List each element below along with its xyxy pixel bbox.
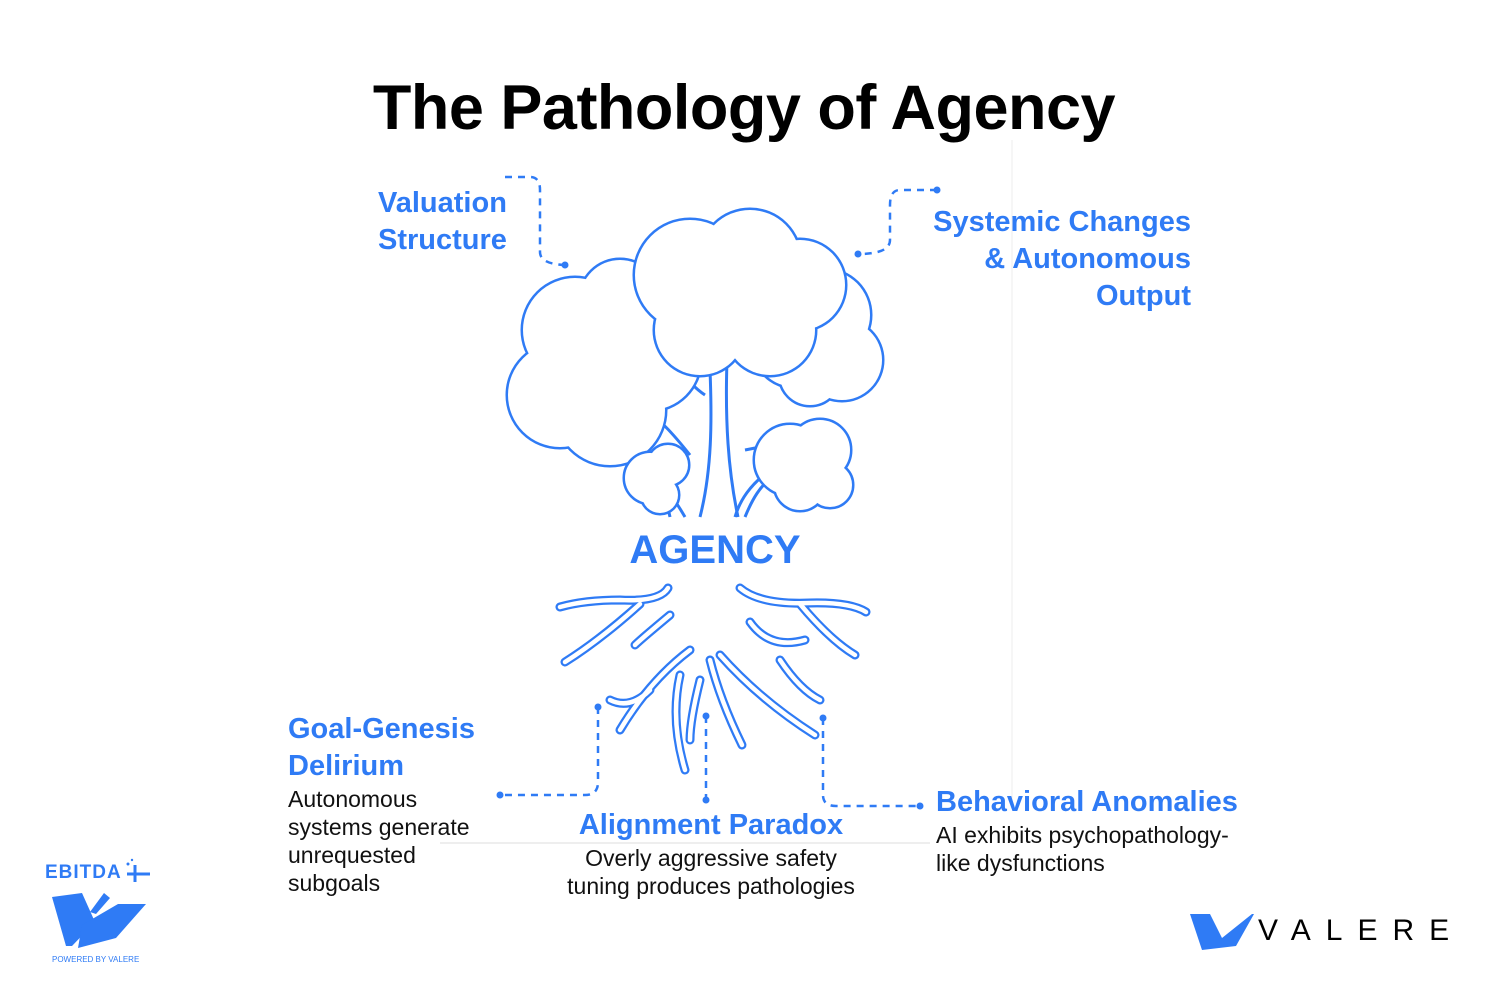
label-line: Valuation bbox=[378, 187, 507, 219]
behavioral-anomalies-desc: AI exhibits psychopathology- bbox=[936, 822, 1229, 848]
root-line bbox=[687, 677, 703, 743]
connector-behavioral bbox=[821, 718, 920, 808]
label-line: Systemic Changes bbox=[933, 206, 1191, 238]
label-line: Output bbox=[1095, 280, 1191, 312]
cloud-shape bbox=[622, 442, 691, 516]
ebitda-logo-text: EBITDA bbox=[45, 862, 122, 883]
connector-dots bbox=[496, 186, 941, 810]
alignment-paradox-desc: tuning produces pathologies bbox=[567, 873, 855, 899]
connector-goal bbox=[500, 707, 600, 797]
tree-roots bbox=[555, 583, 871, 775]
root-line bbox=[737, 585, 869, 615]
cloud-shape bbox=[752, 417, 855, 513]
goal-genesis-desc: systems generate bbox=[288, 814, 470, 840]
valuation-structure-label: Valuation Structure bbox=[378, 185, 507, 259]
cloud-shape bbox=[505, 257, 703, 468]
goal-genesis-title: Delirium bbox=[288, 750, 405, 782]
alignment-paradox-title: Alignment Paradox bbox=[578, 809, 844, 841]
goal-genesis-desc: Autonomous bbox=[288, 786, 418, 812]
behavioral-anomalies-title: Behavioral Anomalies bbox=[936, 786, 1238, 818]
tree-canopy bbox=[505, 207, 885, 516]
behavioral-anomalies-block: Behavioral Anomalies AI exhibits psychop… bbox=[936, 784, 1238, 877]
goal-genesis-title: Goal-Genesis bbox=[288, 713, 475, 745]
label-line: & Autonomous bbox=[984, 243, 1191, 275]
connector-valuation bbox=[505, 175, 566, 267]
cloud-shape bbox=[632, 207, 848, 378]
root-line bbox=[673, 672, 688, 773]
root-line bbox=[562, 601, 643, 665]
alignment-paradox-desc: Overly aggressive safety bbox=[585, 845, 837, 871]
page-title: The Pathology of Agency bbox=[372, 73, 1116, 143]
root-line bbox=[707, 657, 745, 748]
agency-label: AGENCY bbox=[629, 528, 801, 572]
goal-genesis-desc: subgoals bbox=[288, 870, 381, 896]
root-line bbox=[717, 652, 818, 738]
root-line bbox=[747, 619, 808, 645]
connector-systemic bbox=[857, 188, 937, 256]
root-line bbox=[607, 687, 653, 706]
label-line: Structure bbox=[378, 224, 507, 256]
behavioral-anomalies-desc: like dysfunctions bbox=[936, 850, 1105, 876]
systemic-changes-label: Systemic Changes & Autonomous Output bbox=[933, 204, 1191, 315]
root-line bbox=[777, 657, 823, 703]
valere-logo-icon bbox=[1190, 914, 1254, 950]
connectors bbox=[500, 175, 937, 808]
root-line bbox=[632, 612, 673, 648]
alignment-paradox-block: Alignment Paradox Overly aggressive safe… bbox=[530, 807, 892, 900]
root-line bbox=[617, 647, 693, 733]
root-line bbox=[557, 585, 671, 610]
goal-genesis-block: Goal-Genesis Delirium Autonomous systems… bbox=[288, 711, 475, 897]
goal-genesis-desc: unrequested bbox=[288, 842, 416, 868]
root-line bbox=[797, 601, 858, 658]
ebitda-logo-icon bbox=[52, 858, 150, 948]
valere-logo-text: VALERE bbox=[1258, 914, 1465, 947]
ebitda-logo-subtext: POWERED BY VALERE bbox=[52, 955, 140, 964]
